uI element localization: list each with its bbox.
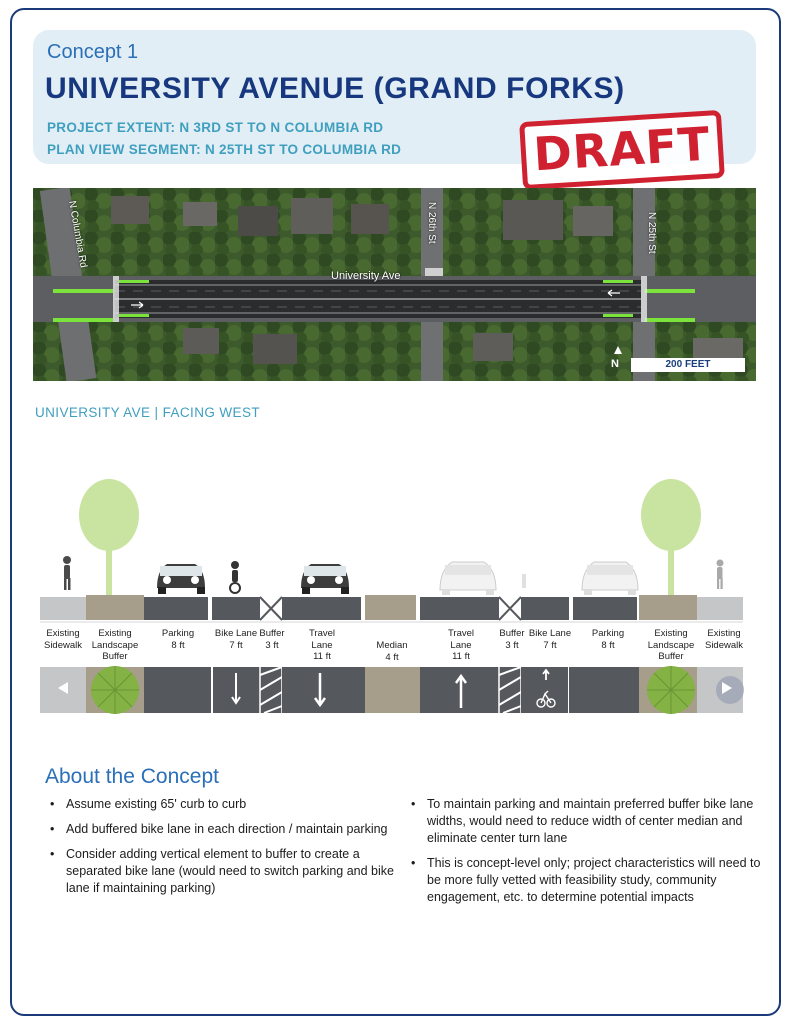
n-26th-st-label: N 26th St [426, 202, 437, 244]
lane-label-landscape-left: Existing Landscape Buffer [91, 628, 139, 662]
pedestrian-icon [716, 559, 724, 589]
cyclist-icon [229, 561, 241, 594]
list-item: To maintain parking and maintain preferr… [407, 796, 777, 847]
car-icon [581, 561, 639, 595]
lane-label-sidewalk-left: Existing Sidewalk [43, 628, 83, 651]
cyclist-icon [522, 574, 526, 588]
aerial-map-graphic [33, 188, 756, 381]
plan-view-segment: PLAN VIEW SEGMENT: N 25TH ST TO COLUMBIA… [47, 142, 402, 157]
pedestrian-icon [63, 556, 71, 590]
university-ave-label: University Ave [331, 270, 401, 282]
car-icon [439, 561, 497, 595]
concept-label: Concept 1 [47, 41, 139, 63]
cross-section-graphic [40, 479, 744, 714]
list-item: Assume existing 65' curb to curb [46, 796, 406, 813]
car-icon [301, 564, 349, 594]
about-list-left: Assume existing 65' curb to curb Add buf… [46, 796, 406, 905]
tree-icon [79, 479, 139, 595]
cross-section: Existing Sidewalk Existing Landscape Buf… [40, 470, 750, 720]
lane-label-landscape-right: Existing Landscape Buffer [647, 628, 695, 662]
page-title: UNIVERSITY AVENUE (GRAND FORKS) [45, 72, 625, 105]
n-25th-st-label: N 25th St [646, 212, 657, 254]
section-label: UNIVERSITY AVE | FACING WEST [35, 405, 260, 420]
car-icon [157, 564, 205, 594]
tree-icon [641, 479, 701, 595]
plan-view-map: University Ave N Columbia Rd N 26th St N… [33, 188, 756, 381]
bike-symbol-icon [536, 690, 556, 708]
about-title: About the Concept [45, 765, 219, 788]
draft-stamp: DRAFT [519, 109, 725, 191]
project-extent: PROJECT EXTENT: N 3RD ST TO N COLUMBIA R… [47, 120, 384, 135]
lane-label-sidewalk-right: Existing Sidewalk [704, 628, 744, 651]
scale-bar: 200 FEET [631, 358, 745, 372]
list-item: Add buffered bike lane in each direction… [46, 821, 406, 838]
list-item: Consider adding vertical element to buff… [46, 846, 406, 897]
list-item: This is concept-level only; project char… [407, 855, 777, 906]
about-list-right: To maintain parking and maintain preferr… [407, 796, 777, 914]
north-arrow-label: N [611, 358, 619, 370]
page-border [10, 8, 781, 1016]
